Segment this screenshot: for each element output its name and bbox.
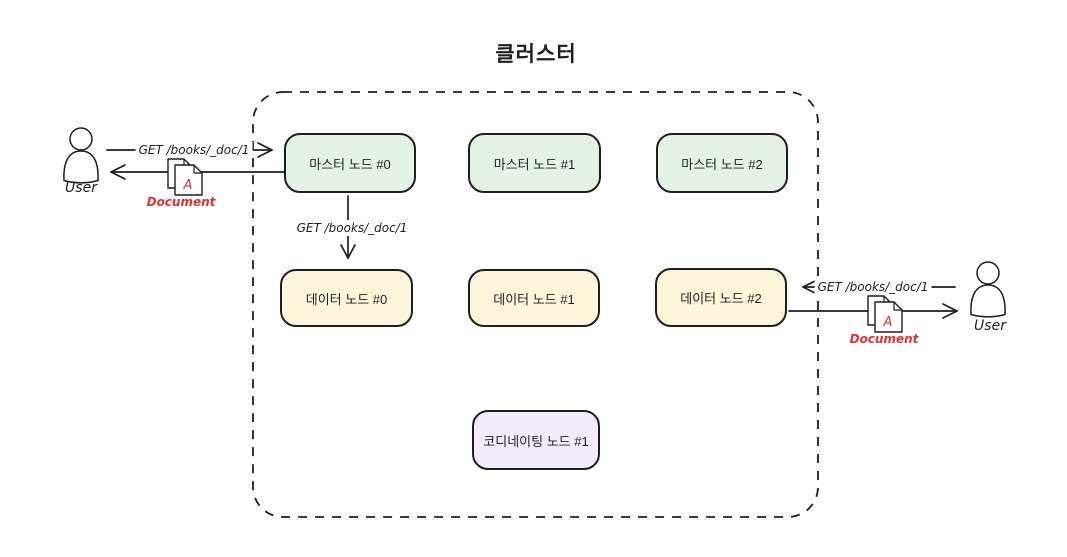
cluster-boundary: [252, 91, 819, 518]
right-document-label: Document: [849, 332, 919, 346]
user-icon: [970, 261, 1006, 318]
node-data-1: 데이터 노드 #1: [468, 269, 600, 327]
left-request-label: GET /books/_doc/1: [135, 142, 253, 158]
node-master-1: 마스터 노드 #1: [468, 133, 601, 193]
document-icon: A: [167, 158, 203, 196]
user-icon: [63, 127, 99, 184]
right-user-label: User: [974, 318, 1006, 334]
left-user-label: User: [65, 180, 97, 196]
node-coordinating-1: 코디네이팅 노드 #1: [472, 410, 600, 470]
internal-request-label: GET /books/_doc/1: [293, 220, 411, 236]
document-icon: A: [867, 295, 903, 333]
node-data-2: 데이터 노드 #2: [655, 268, 787, 327]
document-letter: A: [883, 315, 893, 330]
node-master-0: 마스터 노드 #0: [284, 133, 416, 193]
document-letter: A: [183, 178, 193, 193]
node-master-2: 마스터 노드 #2: [656, 133, 788, 193]
right-request-label: GET /books/_doc/1: [814, 279, 932, 295]
node-data-0: 데이터 노드 #0: [280, 269, 413, 327]
left-document-label: Document: [146, 195, 216, 209]
diagram-title: 클러스터: [495, 43, 577, 66]
